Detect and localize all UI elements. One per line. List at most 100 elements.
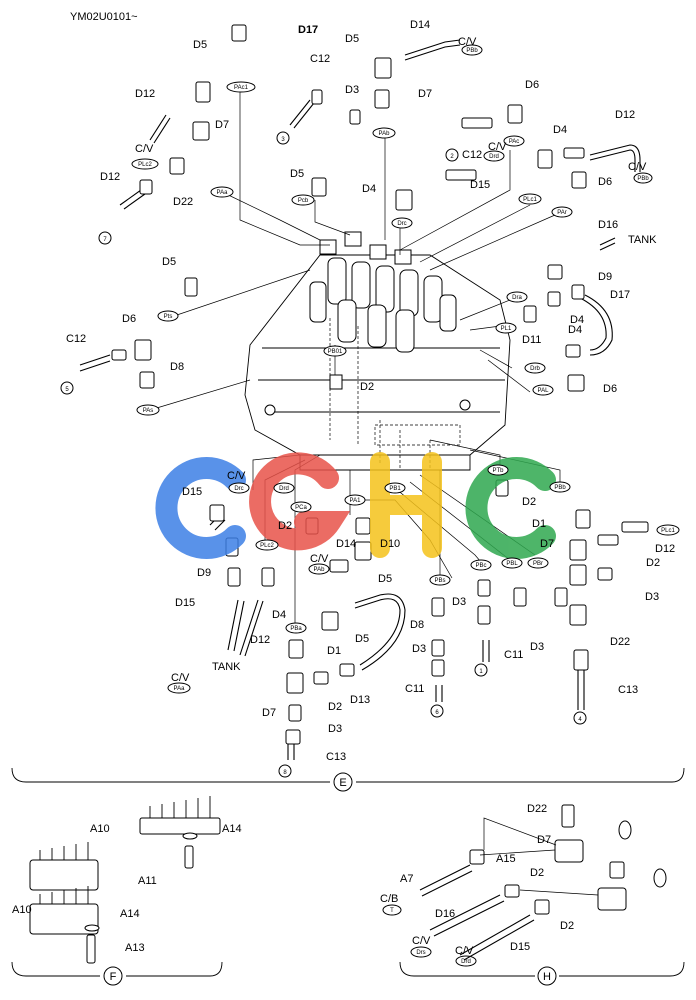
port-tag-pbb-mid: PBb — [549, 481, 571, 493]
label-d15-left-b: D15 — [175, 597, 195, 609]
port-tag-t: T — [382, 904, 402, 916]
svg-text:Drd: Drd — [489, 154, 499, 160]
label-d7-right: D7 — [540, 538, 554, 550]
svg-text:Drc: Drc — [234, 486, 243, 492]
label-d4-mid-b: D4 — [272, 609, 286, 621]
svg-text:PAa: PAa — [217, 190, 229, 196]
svg-text:PAb: PAb — [314, 567, 326, 573]
svg-text:PBb: PBb — [637, 176, 649, 182]
svg-text:PBb: PBb — [466, 48, 478, 54]
label-cv-a: C/V — [135, 143, 154, 155]
port-tag-pab-top: PAb — [372, 127, 396, 139]
ref-number-7: 7 — [98, 231, 112, 245]
port-tag-pbs: PBs — [429, 574, 451, 586]
section-label-f: F — [110, 971, 117, 983]
svg-text:Dra: Dra — [512, 295, 522, 301]
svg-text:PAL: PAL — [538, 388, 550, 394]
svg-text:Pcb: Pcb — [298, 198, 309, 204]
port-tag-pal: PAL — [532, 384, 554, 396]
port-tag-pbl: PBL — [501, 557, 523, 569]
label-d3-right: D3 — [645, 591, 659, 603]
label-d3-mid: D3 — [452, 596, 466, 608]
svg-text:PAc: PAc — [509, 139, 520, 145]
label-tank-mid: TANK — [212, 661, 241, 673]
svg-text:PBr: PBr — [533, 561, 543, 567]
port-tag-plc2-top: PLc2 — [131, 158, 159, 170]
label-d15-h: D15 — [510, 941, 530, 953]
section-label-e: E — [339, 777, 346, 789]
document-code: YM02U0101~ — [70, 11, 138, 23]
label-d12-mid: D12 — [250, 634, 270, 646]
label-d6-b: D6 — [603, 383, 617, 395]
svg-text:Drc: Drc — [397, 221, 406, 227]
fittings — [111, 24, 649, 745]
label-cv-right: C/V — [628, 161, 647, 173]
section-label-h: H — [543, 971, 551, 983]
svg-text:PBc: PBc — [475, 563, 486, 569]
label-cb: C/B — [380, 893, 398, 905]
svg-text:PLc1: PLc1 — [523, 197, 537, 203]
svg-text:PAc1: PAc1 — [234, 85, 249, 91]
label-c11-a: C11 — [504, 649, 523, 661]
label-d17-right: D17 — [610, 289, 630, 301]
label-cv-left: C/V — [227, 470, 246, 482]
port-tag-ptb: PTb — [487, 464, 509, 476]
label-d4-top: D4 — [553, 124, 567, 136]
label-d12-right-b: D12 — [655, 543, 675, 555]
label-cv-h-a: C/V — [412, 935, 431, 947]
port-tag-par: PAr — [551, 206, 573, 218]
label-c12-left: C12 — [66, 333, 86, 345]
port-tag-pas: PAs — [136, 404, 160, 416]
label-cv-h-b: C/V — [455, 945, 474, 957]
label-d2-right-a: D2 — [522, 496, 536, 508]
port-tag-pca: PCa — [290, 501, 312, 513]
svg-text:5: 5 — [65, 387, 69, 393]
label-cv-top: C/V — [458, 36, 477, 48]
label-d8-mid: D8 — [410, 619, 424, 631]
svg-text:PBs: PBs — [434, 578, 445, 584]
label-d9-right: D9 — [598, 271, 612, 283]
label-c13-right: C13 — [618, 684, 638, 696]
svg-text:3: 3 — [281, 137, 285, 143]
svg-text:7: 7 — [103, 237, 107, 243]
label-d4-mid: D4 — [362, 183, 376, 195]
label-d14-mid: D14 — [336, 538, 356, 550]
label-d16-right: D16 — [598, 219, 618, 231]
label-d14-top: D14 — [410, 19, 430, 31]
port-tag-pbb-top: PBb — [461, 44, 483, 56]
port-tag-plc2-mid: PLc2 — [255, 539, 279, 551]
label-tank-top: TANK — [628, 234, 657, 246]
port-tag-drd-left: Drd — [273, 482, 295, 494]
label-a13: A13 — [125, 942, 145, 954]
svg-text:T: T — [390, 908, 394, 914]
svg-text:PL1: PL1 — [501, 326, 512, 332]
svg-text:4: 4 — [578, 717, 582, 723]
cghc-watermark-logo — [155, 452, 556, 559]
svg-text:PLc1: PLc1 — [661, 528, 675, 534]
label-cv-mid: C/V — [310, 553, 329, 565]
label-d16-h: D16 — [435, 908, 455, 920]
port-tag-pac: PAc — [503, 135, 525, 147]
svg-text:Drb: Drb — [530, 366, 540, 372]
label-d3-c: D3 — [530, 641, 544, 653]
port-tag-pbr: PBr — [527, 557, 549, 569]
port-tag-pcb: Pcb — [291, 194, 315, 206]
label-d2-right-b: D2 — [646, 557, 660, 569]
port-tag-dra: Dra — [506, 291, 528, 303]
svg-text:PA1: PA1 — [350, 498, 362, 504]
port-tag-pb01: PB01 — [323, 345, 347, 357]
label-c13-low: C13 — [326, 751, 346, 763]
reference-numbers: 3 2 7 5 1 6 4 8 — [60, 131, 587, 778]
svg-text:8: 8 — [283, 770, 287, 776]
label-d17-top: D17 — [298, 24, 318, 36]
port-tag-pbb-right: PBb — [633, 172, 653, 184]
svg-text:PBL: PBL — [506, 561, 518, 567]
label-d5-mid: D5 — [378, 573, 392, 585]
label-d22-h: D22 — [527, 803, 547, 815]
control-valve-block — [244, 231, 511, 471]
label-d1-right: D1 — [532, 518, 546, 530]
label-d3-low: D3 — [328, 723, 342, 735]
label-d12-b: D12 — [100, 171, 120, 183]
ref-number-3: 3 — [276, 131, 290, 145]
label-d7-low: D7 — [262, 707, 276, 719]
